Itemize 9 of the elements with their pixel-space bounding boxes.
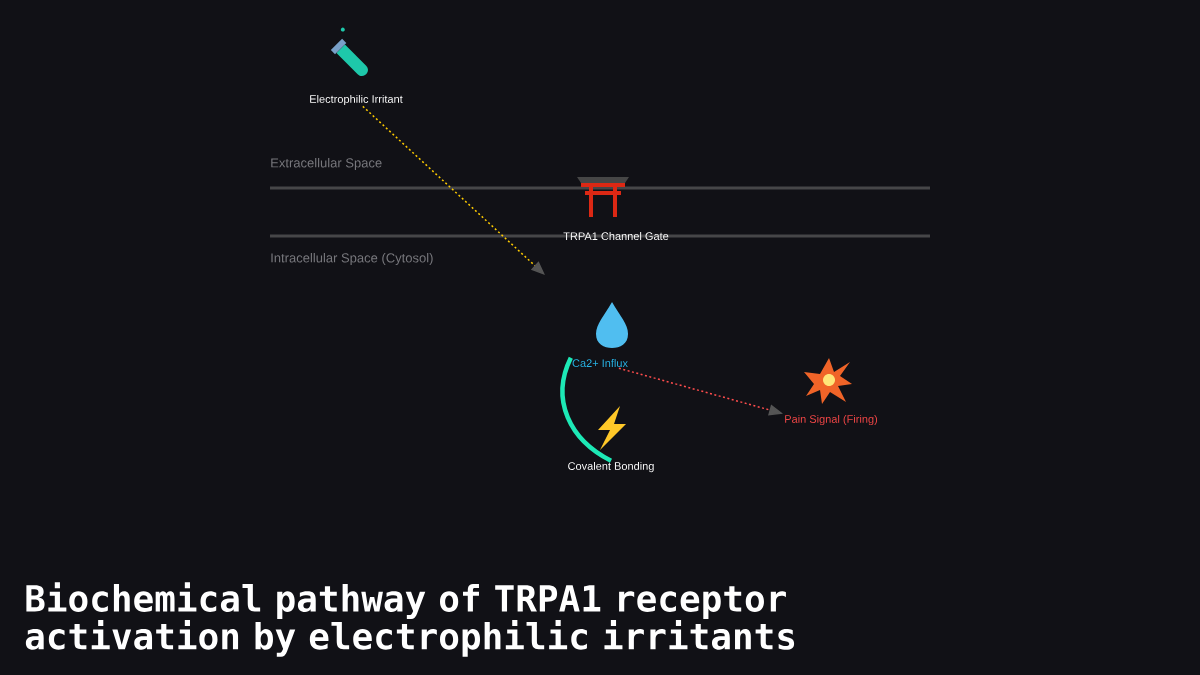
node-label: Pain Signal (Firing) [785, 414, 878, 426]
region-label: Intracellular Space (Cytosol) [271, 252, 433, 266]
node-label: Covalent Bonding [568, 461, 654, 473]
region-label: Extracellular Space [271, 157, 382, 171]
arrow [362, 105, 545, 275]
node-label: Electrophilic Irritant [310, 94, 403, 106]
title: Biochemical pathway of TRPA1 receptor activation by electrophilic irritants [25, 582, 795, 657]
node-label: Ca2+ Influx [572, 358, 628, 368]
node-label: TRPA1 Channel Gate [563, 231, 669, 241]
